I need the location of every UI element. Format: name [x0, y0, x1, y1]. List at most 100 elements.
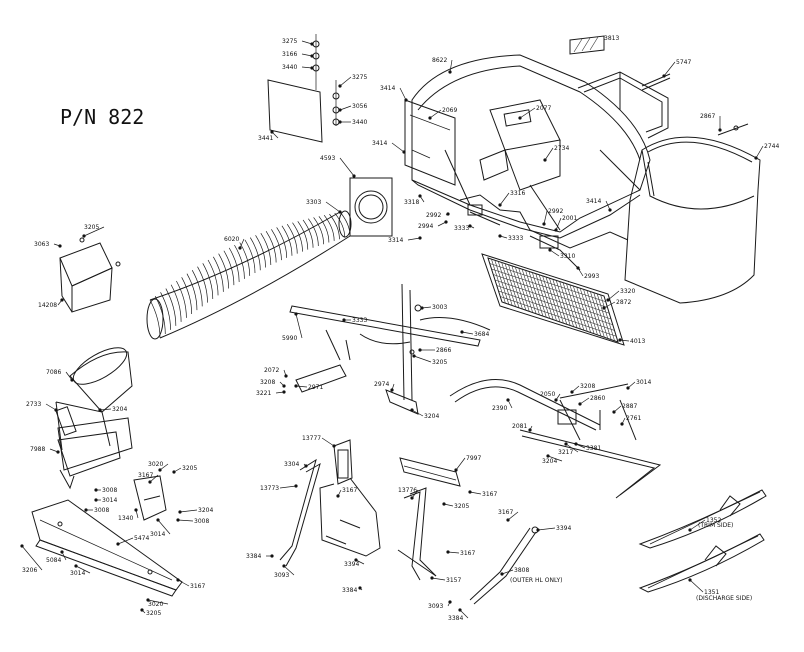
leader-line	[301, 66, 313, 69]
leader-line	[407, 237, 421, 241]
part-label-3384: 3384	[448, 615, 463, 622]
leader-line	[429, 109, 442, 119]
hose-rib	[176, 280, 187, 318]
bar-5990	[289, 283, 491, 415]
part-label-1340: 1340	[118, 515, 133, 522]
part-label-3318: 3318	[404, 199, 419, 206]
leader-line	[177, 579, 190, 587]
part-label-3384: 3384	[246, 553, 261, 560]
blade-1351	[638, 533, 765, 593]
part-label-2866: 2866	[436, 347, 451, 354]
mount-13777	[319, 439, 381, 557]
part-label-3008: 3008	[102, 487, 117, 494]
part-label-3333: 3333	[352, 317, 367, 324]
leader-line	[499, 235, 508, 239]
part-label-3414: 3414	[586, 198, 601, 205]
hose-rib	[329, 213, 340, 240]
part-label-2867: 2867	[700, 113, 715, 120]
part-label-3320: 3320	[620, 288, 635, 295]
screen-mesh	[489, 259, 617, 341]
part-label-3167: 3167	[498, 509, 513, 516]
part-label-3384: 3384	[342, 587, 357, 594]
arm-3808	[469, 526, 539, 605]
part-label-3014: 3014	[70, 570, 85, 577]
leader-line	[437, 221, 447, 227]
part-label-1351: 1351	[704, 589, 719, 596]
side-plate-3441	[267, 34, 340, 143]
leader-line	[339, 76, 352, 87]
part-label-2733: 2733	[26, 401, 41, 408]
part-label-3314: 3314	[388, 237, 403, 244]
leader-line	[159, 463, 169, 471]
leader-line	[339, 105, 352, 111]
part-label-3813: 3813	[604, 35, 619, 42]
leader-line	[447, 601, 451, 607]
part-label-2994: 2994	[418, 223, 433, 230]
part-label-3157: 3157	[446, 577, 461, 584]
support-brackets	[459, 194, 629, 271]
leader-line	[355, 559, 365, 565]
hose-rib	[207, 259, 219, 296]
leader-line	[431, 577, 446, 581]
leader-line	[295, 385, 308, 388]
part-label-3204: 3204	[542, 458, 557, 465]
part-label-3304: 3304	[284, 461, 299, 468]
part-label-5084: 5084	[46, 557, 61, 564]
leader-line	[321, 437, 335, 447]
hose-rib	[265, 230, 277, 263]
leader-line	[279, 485, 297, 489]
hose-rib	[334, 212, 346, 238]
hose-rib	[218, 253, 229, 289]
hose-rib	[297, 221, 309, 250]
part-label-3008: 3008	[94, 507, 109, 514]
hose-rib	[313, 217, 324, 245]
part-label-3167: 3167	[138, 472, 153, 479]
bracket-14208	[59, 237, 121, 313]
part-label-2744: 2744	[764, 143, 779, 150]
hose-rib	[223, 250, 235, 286]
part-label-3204: 3204	[424, 413, 439, 420]
part-label-3440: 3440	[352, 119, 367, 126]
leader-line	[391, 142, 405, 153]
part-label-13773: 13773	[260, 485, 279, 492]
hose-rib	[213, 256, 224, 292]
part-label-2072: 2072	[264, 367, 279, 374]
hose-rib	[323, 214, 335, 241]
blade-1352	[638, 489, 767, 549]
part-label-2390: 2390	[492, 405, 507, 412]
part-label-3056: 3056	[352, 103, 367, 110]
leader-line	[359, 587, 363, 591]
part-label-3014: 3014	[636, 379, 651, 386]
part-label-2993: 2993	[584, 273, 599, 280]
leader-line	[49, 448, 59, 453]
part-label-3205: 3205	[146, 610, 161, 617]
leader-line	[455, 457, 466, 471]
gasket-4593	[349, 177, 393, 237]
part-label-3217: 3217	[558, 449, 573, 456]
leader-line	[177, 519, 194, 522]
leader-line	[529, 425, 533, 431]
leader-line	[339, 157, 355, 177]
part-label-3275: 3275	[352, 74, 367, 81]
leader-line	[447, 551, 460, 554]
leader-line	[117, 537, 134, 545]
leader-line	[605, 200, 611, 211]
part-label-8622: 8622	[432, 57, 447, 64]
leader-line	[283, 369, 287, 377]
part-label-3310: 3310	[560, 253, 575, 260]
part-label-2001: 2001	[562, 215, 577, 222]
leader-lines	[21, 40, 764, 619]
leader-line	[419, 195, 425, 203]
plate-5474	[31, 499, 183, 597]
leader-line	[411, 409, 424, 417]
leader-line	[303, 463, 307, 467]
part-label-5474: 5474	[134, 535, 149, 542]
part-label-3441: 3441	[258, 135, 273, 142]
leader-line	[149, 474, 159, 483]
leader-line	[544, 147, 554, 161]
part-label-3808: 3808	[514, 567, 529, 574]
mesh-line	[494, 279, 612, 320]
leader-line	[399, 87, 407, 101]
